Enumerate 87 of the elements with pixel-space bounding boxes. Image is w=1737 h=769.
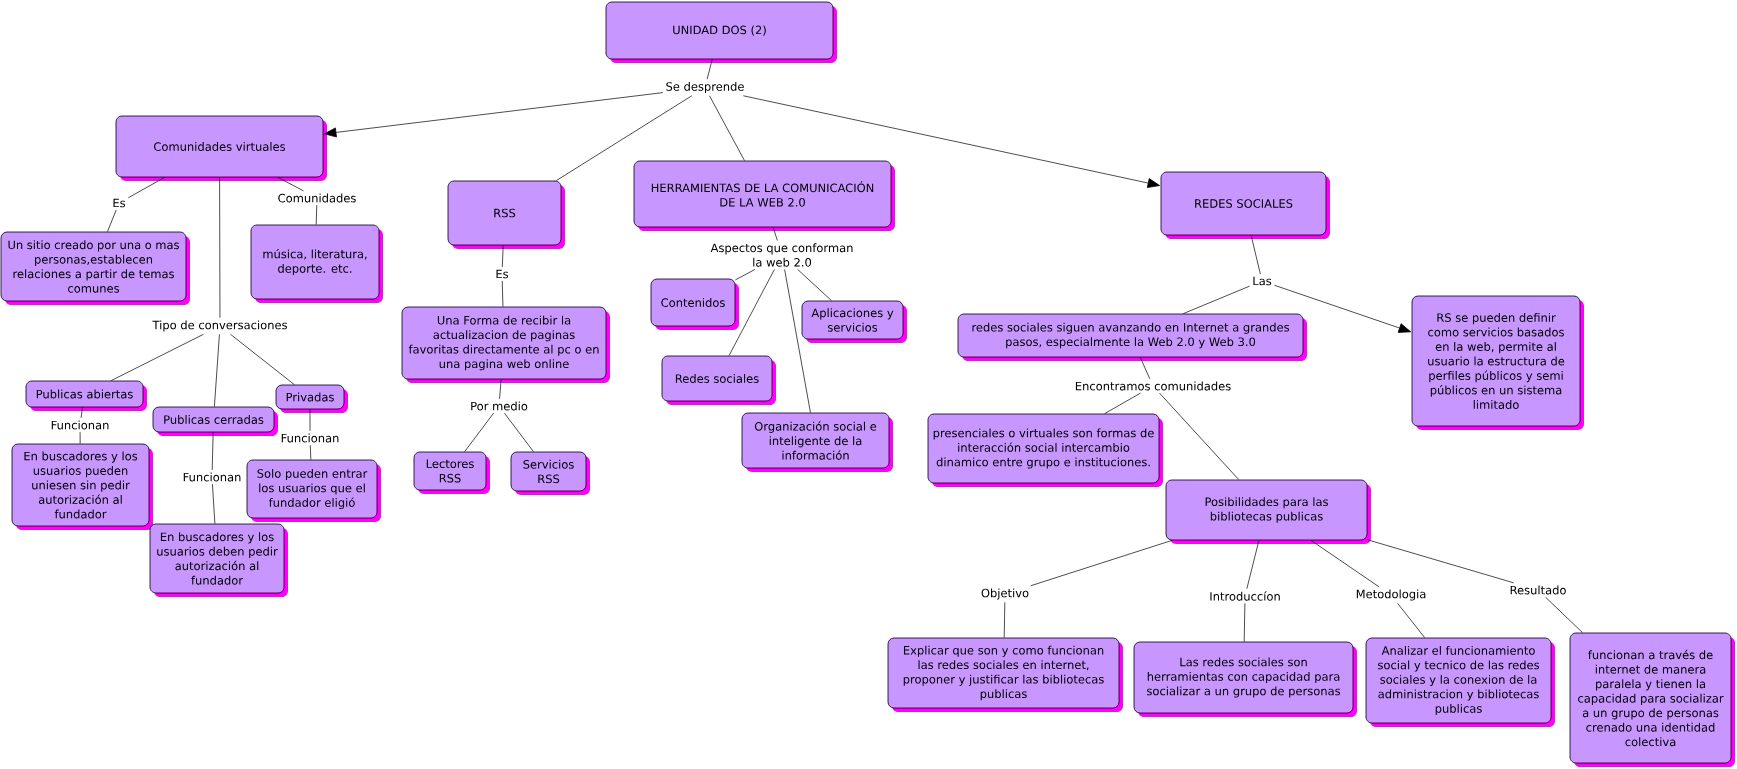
connector-line: [211, 432, 214, 471]
concept-box: Contenidos: [650, 278, 739, 330]
concept-box: Solo pueden entrar los usuarios que el fundador eligió: [246, 459, 381, 522]
concept-box: Un sitio creado por una o mas personas,establecen relaciones a partir de temas comunes: [0, 231, 190, 305]
connector-line: [219, 177, 221, 319]
connector-line: [709, 95, 745, 161]
concept-box: Privadas: [275, 384, 348, 413]
connector-line: [1183, 285, 1250, 314]
connector-line: [128, 177, 165, 199]
arrow: [324, 92, 664, 138]
linking-phrase: Comunidades: [278, 193, 356, 203]
concept-box: Redes sociales: [661, 355, 776, 405]
connector-line: [1545, 596, 1583, 633]
linking-phrase: Encontramos comunidades: [1075, 381, 1231, 391]
concept-box: En buscadores y los usuarios deben pedir autorización al fundador: [149, 523, 288, 597]
connector-line: [212, 483, 216, 524]
linking-phrase: Se desprende: [666, 81, 744, 94]
concept-box: Publicas cerradas: [152, 406, 278, 436]
connector-line: [309, 444, 312, 460]
connector-line: [315, 204, 318, 225]
concept-box: Lectores RSS: [413, 451, 490, 494]
linking-phrase: Aspectos que conforman la web 2.0: [710, 243, 853, 267]
connector-line: [1139, 357, 1151, 380]
linking-phrase: Es: [496, 269, 509, 279]
connector-line: [1243, 603, 1246, 642]
connector-line: [772, 227, 778, 241]
concept-box: Posibilidades para las bibliotecas publicas: [1165, 479, 1371, 544]
connector-line: [107, 209, 117, 232]
connector-line: [797, 269, 832, 301]
linking-phrase: Funcionan: [51, 420, 109, 430]
arrow: [1274, 284, 1412, 333]
connector-line: [1104, 392, 1141, 414]
concept-box: Publicas abiertas: [25, 380, 147, 411]
connector-line: [464, 412, 494, 452]
linking-phrase: Las: [1253, 276, 1272, 286]
concept-box: UNIDAD DOS (2): [605, 1, 837, 63]
linking-phrase: Resultado: [1510, 585, 1566, 595]
connector-line: [277, 177, 304, 192]
connector-line: [555, 95, 693, 181]
connector-line: [504, 412, 534, 452]
concept-box: Aplicaciones y servicios: [801, 300, 907, 343]
connector-line: [1310, 540, 1380, 588]
connector-line: [1250, 235, 1261, 275]
connector-line: [728, 269, 775, 356]
connector-line: [214, 333, 220, 407]
concept-box: RSS: [447, 180, 565, 249]
linking-phrase: Por medio: [471, 401, 528, 411]
linking-phrase: Introduccíon: [1210, 591, 1280, 601]
concept-box: presenciales o virtuales son formas de interacción social intercambio dinamico entre grupo e instituciones.: [927, 413, 1163, 487]
arrow: [743, 95, 1160, 188]
concept-box: En buscadores y los usuarios pueden uniesen sin pedir autorización al fundador: [11, 443, 153, 530]
concept-box: HERRAMIENTAS DE LA COMUNICACIÓN DE LA WEB 2.0: [633, 160, 895, 231]
connector-line: [79, 431, 81, 444]
connector-line: [1397, 602, 1425, 638]
connector-line: [1003, 601, 1006, 638]
connector-line: [230, 333, 295, 385]
concept-box: Las redes sociales son herramientas con capacidad para socializar a un grupo de personas: [1133, 641, 1357, 717]
concept-box: REDES SOCIALES: [1160, 171, 1330, 239]
concept-box: Analizar el funcionamiento social y tecnico de las redes sociales y la conexion de la administracion y bibliotecas publicas: [1365, 637, 1555, 727]
concept-box: Una Forma de recibir la actualizacion de paginas favoritas directamente al pc o en una pagina web online: [401, 306, 610, 383]
connector-line: [309, 409, 311, 432]
connector-line: [735, 269, 756, 281]
linking-phrase: Es: [113, 198, 126, 208]
concept-box: RS se pueden definir como servicios basados en la web, permite al usuario la estructura de perfiles públicos y semi públicos en un sistema limitado: [1411, 295, 1584, 430]
connector-line: [784, 269, 811, 413]
connector-line: [80, 407, 83, 419]
concept-box: Comunidades virtuales: [115, 115, 327, 181]
connector-line: [706, 59, 713, 80]
connector-line: [501, 245, 504, 268]
linking-phrase: Metodologia: [1356, 589, 1426, 601]
concept-box: Organización social e inteligente de la información: [741, 412, 893, 472]
concept-box: Explicar que son y como funcionan las redes sociales en internet, proponer y justificar las bibliotecas publicas: [887, 637, 1123, 712]
connector-line: [1030, 540, 1173, 587]
concept-box: música, literatura, deporte. etc.: [250, 224, 383, 303]
connector-line: [110, 333, 204, 381]
connector-line: [1367, 539, 1515, 584]
linking-phrase: Tipo de conversaciones: [152, 320, 287, 332]
connector-line: [499, 379, 502, 400]
concept-box: funcionan a través de internet de manera paralela y tienen la capacidad para socializar a un grupo de personas crenado una identidad colectiva: [1569, 632, 1735, 767]
concept-box: Servicios RSS: [510, 451, 590, 495]
connector-line: [501, 280, 504, 307]
linking-phrase: Objetivo: [981, 588, 1029, 600]
concept-box: redes sociales siguen avanzando en Internet a grandes pasos, especialmente la Web 2.0 y Web 3.0: [957, 313, 1307, 361]
connector-line: [1246, 540, 1260, 589]
linking-phrase: Funcionan: [183, 472, 241, 482]
linking-phrase: Funcionan: [281, 433, 339, 443]
connector-line: [1159, 392, 1240, 480]
